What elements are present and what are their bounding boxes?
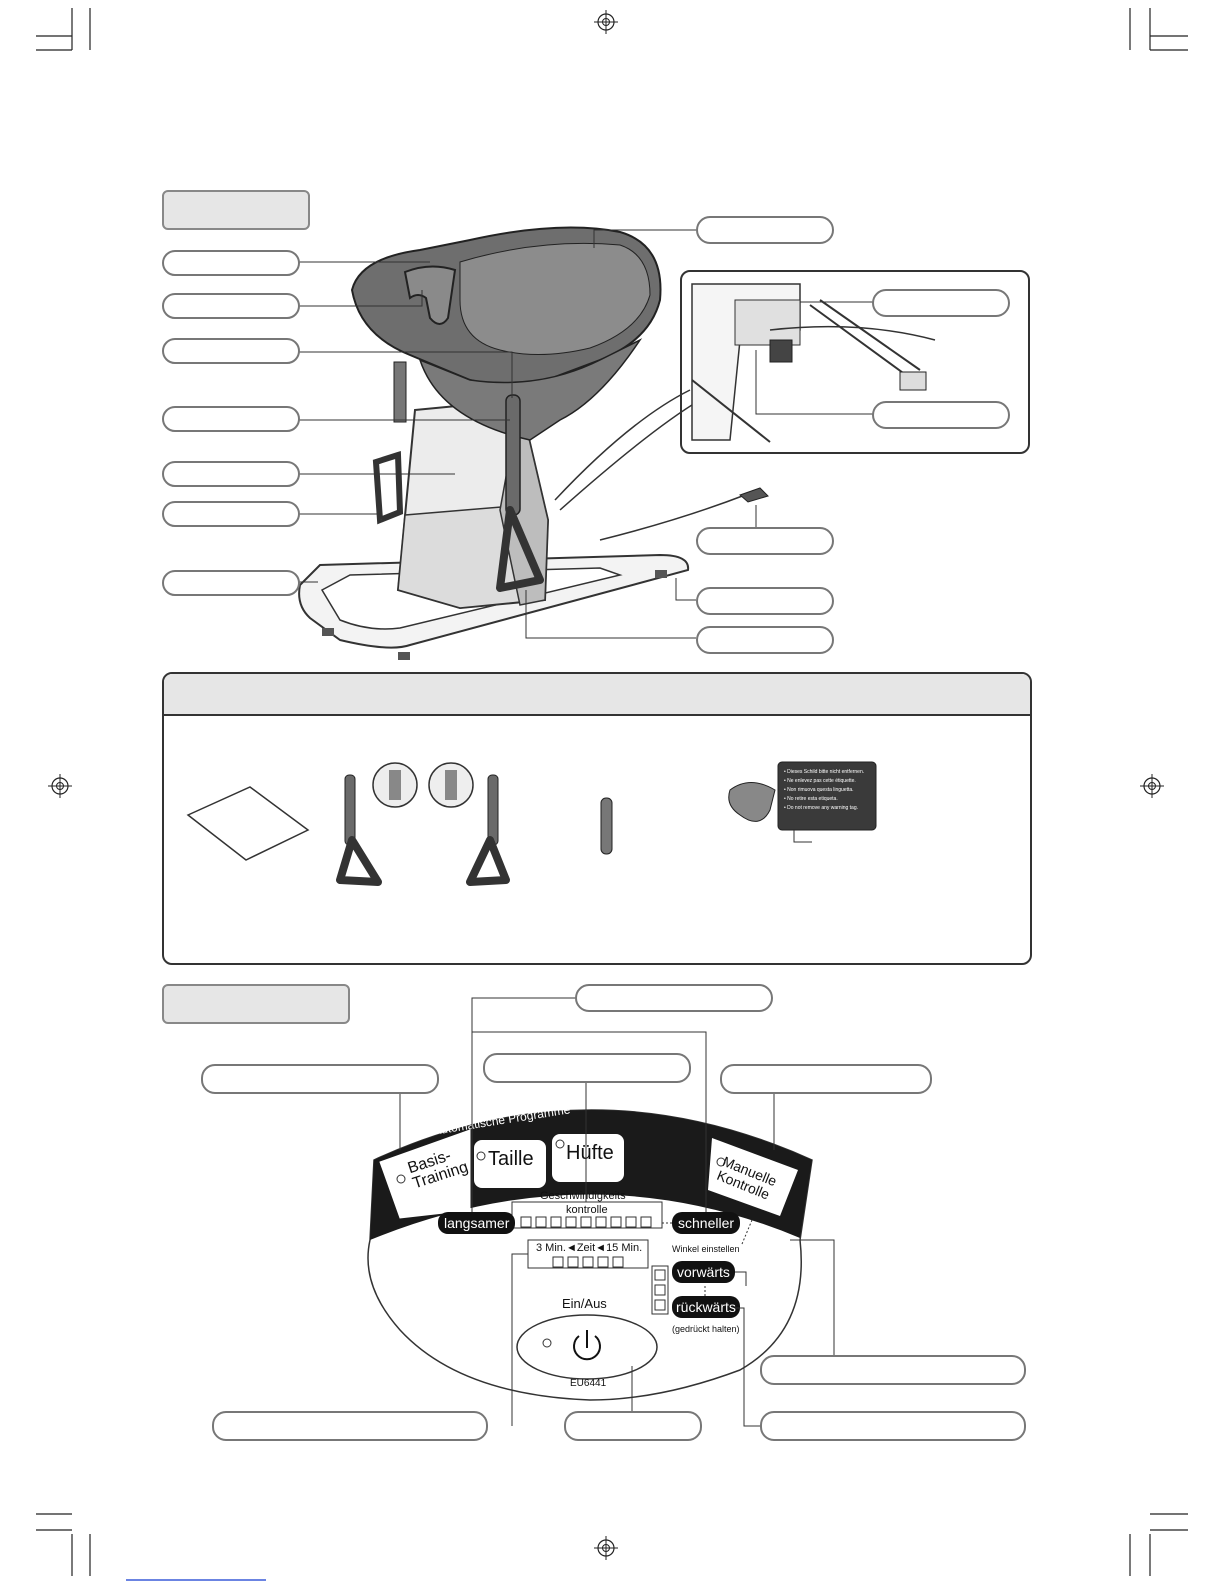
slower-button[interactable]: langsamer — [438, 1212, 516, 1234]
hold-note: (gedrückt halten) — [672, 1324, 740, 1334]
callout-base — [162, 570, 300, 596]
registration-mark-icon — [594, 1536, 618, 1560]
callout-stirrup — [162, 501, 300, 527]
speed-title-1: Geschwindigkeits — [540, 1190, 626, 1202]
callout-speed-buttons — [575, 984, 773, 1012]
tag-line: • Non rimuova questa linguetta. — [784, 787, 854, 793]
callout-power-button — [564, 1411, 702, 1441]
taille-button[interactable]: Taille — [488, 1148, 534, 1170]
section-tab-control-panel — [162, 984, 350, 1024]
registration-mark-icon — [1140, 774, 1164, 798]
model-label: EU6441 — [570, 1378, 607, 1389]
callout-foot-pad — [696, 626, 834, 654]
callout-timer-indicator — [212, 1411, 488, 1441]
accessories-header — [164, 674, 1030, 716]
huefte-button[interactable]: Hüfte — [566, 1142, 614, 1164]
callout-auto-programs — [201, 1064, 439, 1094]
callout-control-panel — [162, 293, 300, 319]
tag-line: • Ne enlevez pas cette étiquette. — [784, 778, 856, 784]
tag-line: • No retire esta etiqueta. — [784, 796, 838, 802]
tag-line: • Dieses Schild bitte nicht entfernen. — [784, 769, 865, 775]
backward-button[interactable]: rückwärts — [672, 1296, 740, 1318]
callout-plug — [872, 401, 1010, 429]
registration-mark-icon — [594, 10, 618, 34]
faster-button[interactable]: schneller — [672, 1212, 741, 1234]
time-label: 3 Min.◄Zeit◄15 Min. — [536, 1242, 643, 1254]
registration-mark-icon — [48, 774, 72, 798]
callout-speed-indicator — [483, 1053, 691, 1083]
warning-tag: • Dieses Schild bitte nicht entfernen. •… — [784, 768, 872, 813]
detail-inset — [680, 270, 1030, 454]
callout-handle — [162, 250, 300, 276]
callout-power-socket — [872, 289, 1010, 317]
callout-stirrup-holder — [162, 338, 300, 364]
callout-manual-control — [720, 1064, 932, 1094]
callout-body — [162, 461, 300, 487]
accessories-box — [162, 672, 1032, 965]
callout-power-cord — [696, 527, 834, 555]
power-label: Ein/Aus — [562, 1296, 607, 1311]
tag-line: • Do not remove any warning tag. — [784, 805, 859, 811]
callout-angle-buttons — [760, 1411, 1026, 1441]
callout-stirrup-arm — [162, 406, 300, 432]
speed-title-2: kontrolle — [566, 1204, 608, 1216]
forward-button[interactable]: vorwärts — [672, 1261, 735, 1283]
angle-title: Winkel einstellen — [672, 1244, 740, 1254]
power-icon[interactable] — [567, 1326, 607, 1366]
callout-angle-indicator — [760, 1355, 1026, 1385]
callout-seat — [696, 216, 834, 244]
callout-foot — [696, 587, 834, 615]
section-tab-main-unit — [162, 190, 310, 230]
